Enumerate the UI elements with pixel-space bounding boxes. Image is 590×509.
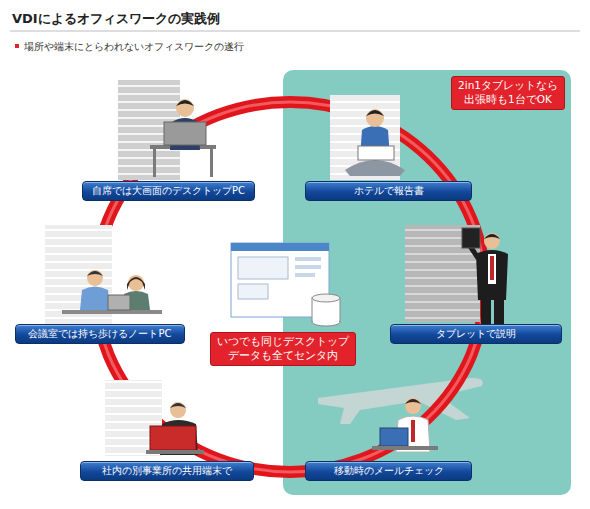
center-desktop-part bbox=[238, 284, 268, 299]
scene-label: 移動時のメールチェック bbox=[305, 461, 472, 481]
red-ring-part bbox=[95, 102, 485, 472]
scene-label: 会議室では持ち歩けるノートPC bbox=[15, 324, 185, 344]
meeting-workers-part bbox=[62, 310, 162, 314]
box-text: 社内の別事業所の共用端末で bbox=[102, 464, 232, 478]
center-desktop-part bbox=[238, 257, 288, 279]
tablet-presenter-part bbox=[484, 234, 500, 239]
diagram-title: VDIによるオフィスワークの実践例 bbox=[12, 10, 220, 28]
desk-worker-part bbox=[153, 149, 156, 177]
tablet-presenter-part bbox=[405, 225, 480, 322]
hotel-worker-part bbox=[345, 160, 405, 176]
tablet-presenter-part bbox=[484, 233, 500, 249]
center-desktop-part bbox=[295, 257, 321, 261]
box-text: 2in1タブレットなら 出張時も1台でOK bbox=[458, 79, 558, 106]
bullet-text: 場所や端末にとらわれないオフィスワークの遂行 bbox=[24, 40, 244, 54]
traveller-part bbox=[380, 428, 408, 446]
box-text: ホテルで報告書 bbox=[354, 184, 424, 198]
meeting-workers-part bbox=[108, 295, 130, 310]
tablet-presenter-part bbox=[488, 254, 496, 284]
tablet-presenter-part bbox=[462, 228, 480, 248]
scene-label: 自席では大画面のデスクトップPC bbox=[82, 181, 255, 201]
desk-worker-part bbox=[164, 122, 206, 145]
title-rule-part bbox=[10, 31, 580, 32]
desk-worker bbox=[118, 80, 216, 180]
callout-box: 2in1タブレットなら 出張時も1台でOK bbox=[451, 76, 565, 110]
meeting-workers-part bbox=[128, 275, 144, 291]
meeting-workers-part bbox=[87, 271, 103, 276]
traveller bbox=[372, 398, 438, 452]
traveller-part bbox=[405, 399, 421, 404]
shared-terminal-user-part bbox=[170, 402, 186, 418]
scene-label: 社内の別事業所の共用端末で bbox=[80, 461, 254, 481]
center-desktop-part bbox=[295, 265, 321, 269]
tablet-presenter-part bbox=[481, 300, 491, 326]
meeting-workers-part bbox=[80, 287, 110, 311]
traveller-part bbox=[411, 420, 415, 442]
meeting-workers-part bbox=[87, 270, 103, 286]
red-ring-part bbox=[95, 102, 485, 472]
scene-label: タブレットで説明 bbox=[390, 324, 562, 344]
center-note-box: いつでも同じデスクトップ データも全てセンタ内 bbox=[210, 332, 356, 366]
shared-terminal-user bbox=[105, 380, 204, 456]
shared-terminal-user-part bbox=[150, 426, 196, 450]
center-desktop-part bbox=[295, 273, 315, 277]
scene-label: ホテルで報告書 bbox=[305, 181, 472, 201]
meeting-workers-part bbox=[127, 277, 145, 290]
tablet-presenter-part bbox=[490, 256, 494, 280]
tablet-presenter-part bbox=[494, 300, 504, 326]
box-text: 自席では大画面のデスクトップPC bbox=[92, 184, 245, 198]
shared-terminal-user-part bbox=[170, 403, 186, 408]
traveller-part bbox=[372, 446, 438, 450]
desk-worker-part bbox=[210, 149, 213, 177]
hotel-worker-part bbox=[366, 109, 384, 127]
shared-terminal-user-part bbox=[146, 450, 204, 454]
tablet-presenter bbox=[405, 225, 508, 326]
bullet-mark bbox=[15, 44, 19, 48]
meeting-workers bbox=[45, 225, 162, 325]
hotel-worker-part bbox=[358, 146, 394, 160]
hotel-worker bbox=[330, 95, 405, 180]
desk-worker-part bbox=[176, 99, 194, 117]
box-text: タブレットで説明 bbox=[436, 327, 516, 341]
red-ring bbox=[95, 102, 485, 472]
title-rule bbox=[10, 31, 580, 32]
bullet-mark-part bbox=[15, 44, 19, 48]
hotel-worker-part bbox=[366, 110, 384, 116]
center-desktop bbox=[231, 243, 340, 326]
desk-worker-part bbox=[176, 100, 194, 106]
box-text: 会議室では持ち歩けるノートPC bbox=[28, 327, 171, 341]
box-text: いつでも同じデスクトップ データも全てセンタ内 bbox=[217, 335, 349, 362]
center-desktop-part bbox=[231, 243, 329, 251]
center-desktop-part bbox=[312, 294, 340, 302]
tablet-presenter-part bbox=[476, 250, 508, 300]
traveller-part bbox=[405, 398, 421, 414]
box-text: 移動時のメールチェック bbox=[334, 464, 444, 478]
